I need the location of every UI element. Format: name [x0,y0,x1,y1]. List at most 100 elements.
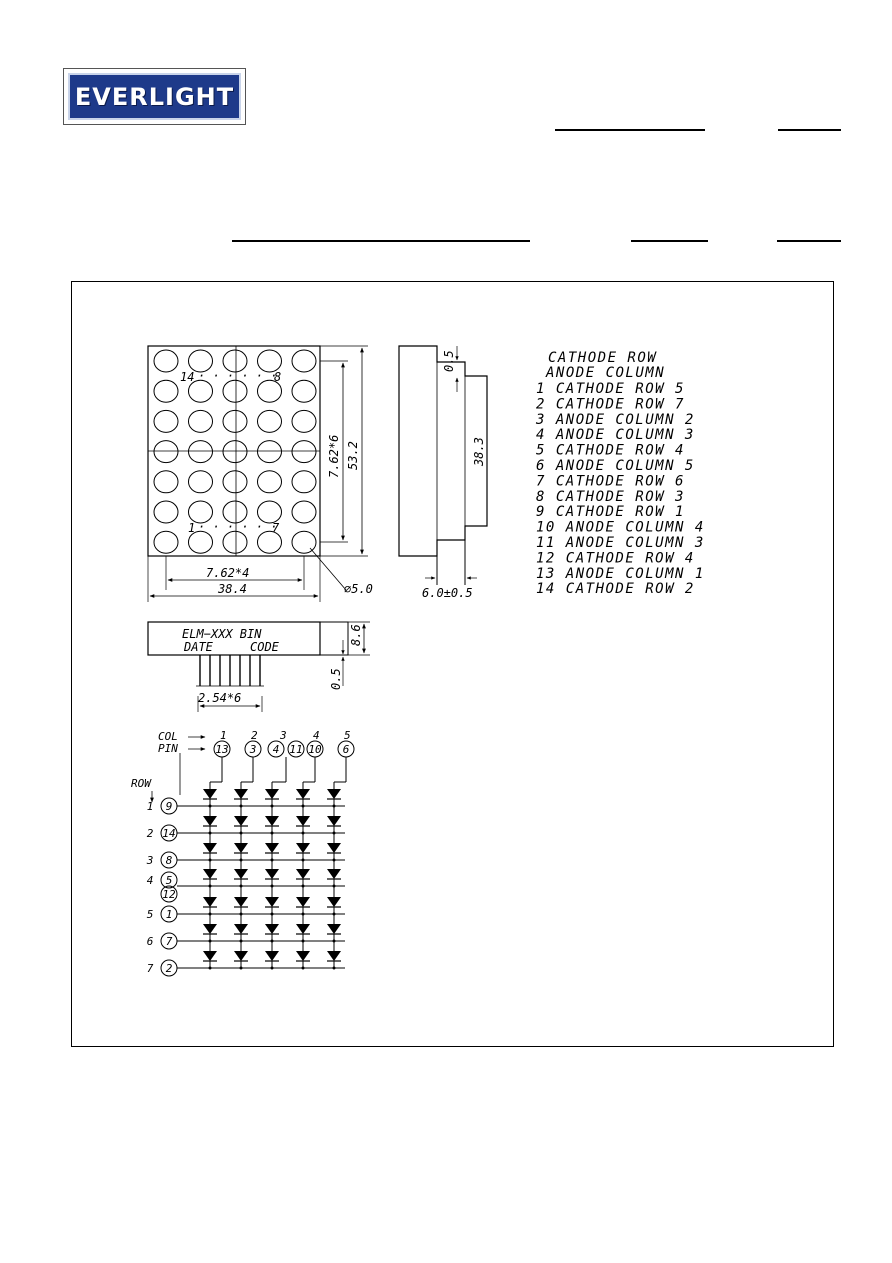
dim-depth-text: 38.3 [472,437,486,467]
row-pin-circle [160,885,178,903]
legend-row: 2 CATHODE ROW 7 [536,396,685,412]
led-dot-grid [153,349,317,554]
led-diode [296,869,310,879]
led-dot [188,379,213,403]
row-number: 7 [147,962,154,975]
junction-dot [239,831,243,835]
junction-dot [208,858,212,862]
led-diode [327,789,341,799]
legend-row: 10 ANODE COLUMN 4 [536,520,705,536]
led-diode [265,816,279,826]
led-diode [265,897,279,907]
header-field-line-2 [778,129,841,131]
led-diode [327,843,341,853]
led-diode [203,897,217,907]
dim-dot-dia-text: ⌀5.0 [344,582,373,596]
led-dot [291,379,317,403]
junction-dot [301,831,305,835]
row-number: 5 [147,908,154,921]
col-pin-number: 10 [308,743,322,756]
dim-thick-text: 8.6 [349,624,363,646]
junction-dot [301,884,305,888]
led-dot [257,349,282,373]
led-dot [188,409,213,433]
led-diode [203,924,217,934]
led-diode [327,816,341,826]
pin-label-7: 7 [272,521,280,535]
led-diode [203,843,217,853]
front-view: 14 · · · · · · 8 1 · · · · · · 7 7.62*6 … [147,345,373,602]
col-label: COL [158,730,178,743]
led-dot [153,530,179,554]
row-pin-number: 1 [166,908,173,921]
led-diode [234,789,248,799]
led-diode [234,951,248,961]
led-dot [153,470,179,494]
header-field-line-3 [232,240,530,242]
led-dot [188,470,213,494]
pin-label-14: 14 [180,370,194,384]
legend-row: 9 CATHODE ROW 1 [536,504,685,520]
side-view: 0.5 38.3 6.0±0.5 [398,345,488,600]
led-dot [257,440,282,464]
row-label: ROW [131,777,152,790]
junction-dot [301,804,305,808]
header-field-line-1 [555,129,705,131]
junction-dot [270,831,274,835]
junction-dot [239,804,243,808]
row-pin-number: 12 [162,888,176,901]
everlight-logo: EVERLIGHT [63,68,246,125]
led-diode [265,924,279,934]
junction-dot [270,884,274,888]
bottom-label-code: CODE [250,640,280,654]
col-pin-circle [267,740,285,758]
logo-plate: EVERLIGHT [68,73,241,120]
led-dot [257,379,282,403]
led-dot [222,409,248,433]
row-number: 4 [147,874,154,887]
row-pin-number: 8 [166,854,173,867]
pin-label-8: 8 [274,370,281,384]
led-diode [327,869,341,879]
led-dot [153,440,179,464]
col-number: 4 [313,729,320,742]
junction-dot [332,912,336,916]
led-dot [222,440,248,464]
junction-dot [301,966,305,970]
led-diode [265,843,279,853]
led-diode [203,951,217,961]
junction-dot [332,858,336,862]
led-dot [222,470,248,494]
dim-gap-text: 0.5 [442,350,456,372]
bottom-view: ELM−XXX BIN DATE CODE 8.6 0.5 2.54*6 [147,621,370,712]
led-dot [257,409,282,433]
led-dot [257,530,282,554]
junction-dot [208,884,212,888]
led-diode [203,789,217,799]
led-dot [153,409,179,433]
col-pin-number: 6 [343,743,350,756]
led-dot [188,349,213,373]
col-pin-number: 11 [289,743,302,756]
legend-row: 5 CATHODE ROW 4 [536,443,685,459]
junction-dot [332,831,336,835]
led-diode [296,897,310,907]
row-pin-number: 14 [162,827,175,840]
led-diode [265,869,279,879]
drawing-frame [71,281,834,1047]
led-diode [265,789,279,799]
legend-row: 13 ANODE COLUMN 1 [536,566,705,582]
dim-pin-len-text: 6.0±0.5 [422,586,473,600]
legend-row: 12 CATHODE ROW 4 [536,550,695,566]
pin-label-1: 1 [188,521,195,535]
led-diode [296,816,310,826]
bottom-label-date: DATE [183,640,214,654]
junction-dot [208,831,212,835]
row-number: 2 [147,827,154,840]
bottom-pins [196,655,264,687]
led-diode [234,924,248,934]
legend-row: 11 ANODE COLUMN 3 [536,535,705,551]
dim-height-text: 53.2 [346,441,360,470]
led-dot [153,379,179,403]
